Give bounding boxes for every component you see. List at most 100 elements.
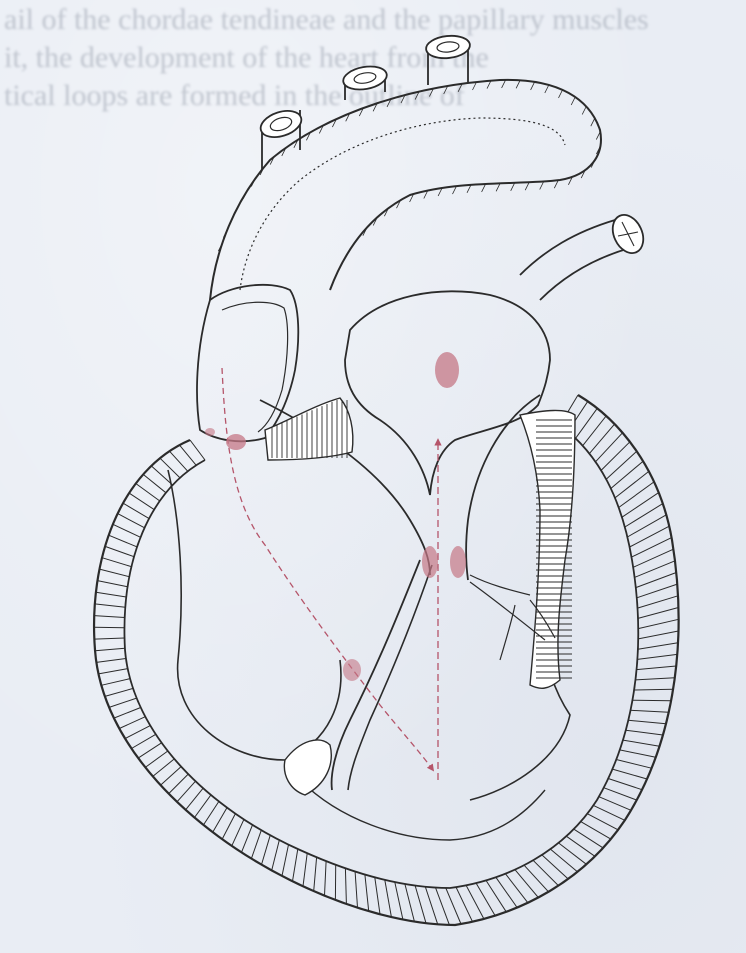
striation-line [355, 872, 357, 908]
striation-line [94, 638, 124, 639]
striation-line [177, 781, 196, 802]
hatch-mark [559, 90, 563, 98]
left-papillary-muscle [284, 740, 331, 795]
striation-line [213, 808, 227, 833]
striation-line [242, 825, 253, 852]
hatch-mark [516, 80, 520, 88]
striation-line [204, 801, 219, 825]
aortic-arch-outer [210, 80, 601, 300]
striation-line [619, 482, 654, 508]
striation-line [637, 666, 677, 670]
atrium-chamber [197, 285, 550, 495]
striation-line [345, 868, 346, 904]
hatch-mark [591, 118, 595, 126]
striation-line [98, 581, 128, 587]
striation-line [132, 734, 156, 748]
central-atrium [345, 291, 550, 495]
hatch-mark [236, 203, 240, 211]
striation-line [622, 493, 659, 518]
striation-line [631, 710, 669, 712]
striation-line [109, 535, 137, 547]
blood-patch-valve-right [450, 546, 466, 578]
striation-line [375, 877, 380, 914]
hatch-mark [525, 182, 529, 190]
striation-line [633, 549, 673, 567]
blood-patch-left-atrium [226, 434, 246, 450]
striation-line [365, 875, 369, 912]
striation-line [114, 708, 141, 719]
hatch-mark [511, 183, 515, 191]
striation-line [100, 569, 130, 577]
muscle-striations [94, 395, 679, 925]
hatch-mark [531, 82, 535, 90]
hatch-mark [540, 182, 544, 190]
striation-line [405, 884, 415, 922]
striation-line [638, 643, 678, 650]
striation-line [505, 874, 527, 903]
striation-line [632, 700, 671, 701]
striation-line [638, 608, 678, 619]
striation-line [436, 888, 450, 925]
striation-line [566, 836, 595, 856]
striation-line [282, 845, 289, 876]
hatch-mark [502, 80, 506, 88]
striation-line [272, 840, 280, 870]
great-vessels [210, 34, 649, 300]
striation-line [559, 843, 587, 864]
striation-line [630, 526, 670, 547]
striation-line [601, 442, 630, 471]
striation-line [129, 493, 154, 510]
striation-line [634, 689, 673, 690]
striation-line [102, 558, 132, 567]
striation-line [626, 730, 663, 735]
striation-line [628, 720, 666, 723]
striation-line [119, 717, 145, 729]
chorda-3 [500, 605, 515, 660]
left-ventricle-cavity [168, 470, 341, 760]
left-common-carotid-artery [341, 63, 388, 100]
chorda-2 [470, 582, 545, 640]
striation-line [251, 830, 261, 858]
striation-line [195, 795, 211, 818]
striation-line [153, 759, 175, 777]
striation-line [123, 503, 149, 518]
striation-line [637, 654, 677, 659]
vessel-hatching [218, 80, 600, 251]
striation-line [627, 515, 666, 537]
striation-line [262, 835, 271, 864]
striation-line [169, 774, 189, 794]
striation-line [542, 855, 568, 879]
striation-line [314, 857, 317, 891]
striation-line [96, 659, 126, 663]
striation-line [623, 740, 660, 746]
striation-line [325, 861, 327, 896]
striation-line [638, 596, 679, 608]
striation-line [583, 416, 606, 446]
striation-line [599, 797, 631, 811]
striation-line [99, 669, 128, 674]
striation-line [138, 743, 161, 758]
striation-line [486, 880, 506, 911]
striation-line [293, 849, 298, 881]
striation-line [615, 471, 649, 498]
striation-line [608, 779, 642, 790]
striation-line [550, 849, 577, 872]
striation-line [636, 678, 675, 680]
striation-line [395, 882, 403, 919]
striation-line [533, 860, 558, 885]
striation-line [101, 679, 130, 686]
striation-line [385, 880, 392, 917]
striation-line [105, 688, 133, 696]
striation-line [125, 726, 150, 739]
striation-line [415, 886, 426, 924]
striation-line [94, 616, 125, 618]
striation-line [638, 631, 678, 639]
striation-line [180, 445, 197, 465]
striation-line [145, 751, 168, 767]
left-subclavian-artery [425, 34, 471, 85]
striation-line [95, 604, 126, 607]
striation-line [113, 524, 141, 537]
striation-line [593, 805, 624, 820]
